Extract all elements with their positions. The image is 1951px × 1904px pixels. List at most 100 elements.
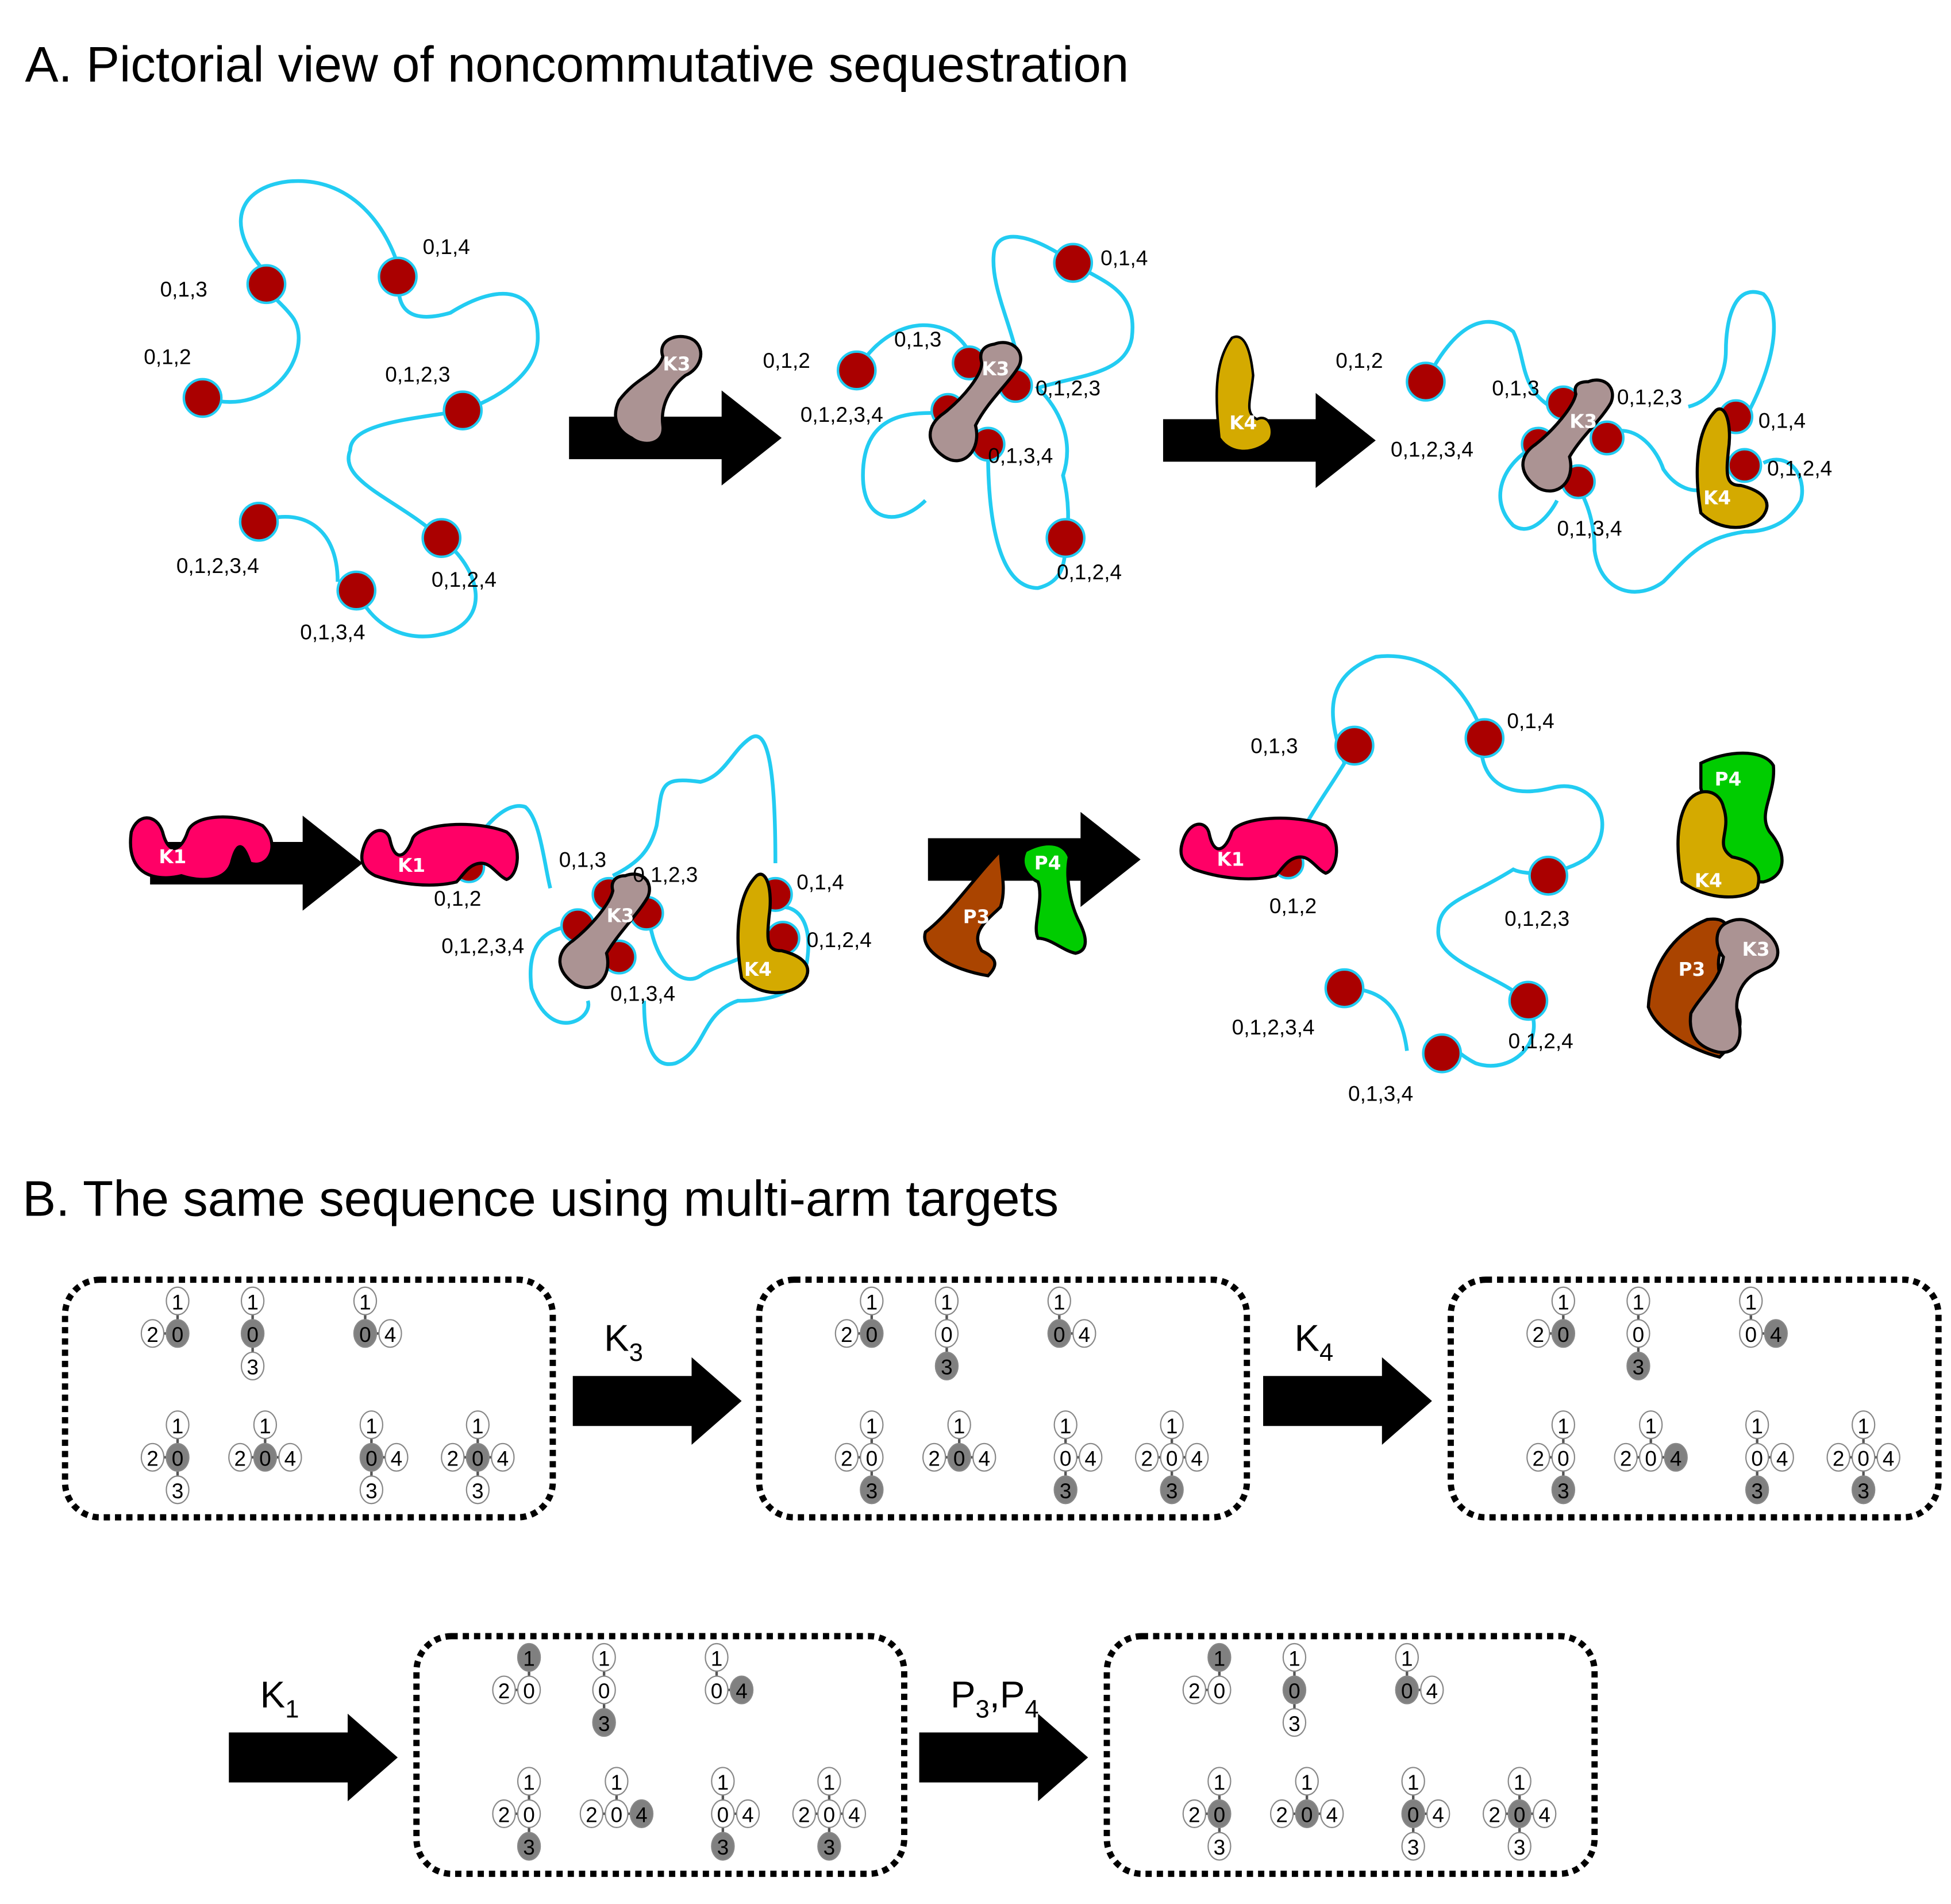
site-number: 0: [1060, 1447, 1072, 1470]
site-label: 0,1,3,4: [300, 620, 365, 644]
reaction-arrow: K3: [572, 1317, 742, 1445]
site-node: [1072, 1319, 1096, 1348]
site-node-modified: [359, 1443, 384, 1472]
site-node: [1745, 1443, 1769, 1472]
substrate-k1-k3-k4-bound: K1 K3 K4 0,1,3 0,1,2,3 0,1,2 0,1,4 0,1,2…: [360, 734, 872, 1066]
site-number: 4: [1670, 1447, 1682, 1470]
site-number: 4: [736, 1679, 748, 1703]
enzyme-label: K3: [1742, 938, 1770, 960]
site-node: [1160, 1443, 1184, 1472]
site-number: 2: [1188, 1803, 1200, 1827]
site-node-modified: [1745, 1475, 1769, 1505]
site-number: 3: [598, 1712, 610, 1736]
site-node: [842, 1799, 867, 1828]
site-node: [1626, 1286, 1650, 1316]
site-number: 1: [1557, 1290, 1569, 1314]
site-number: 2: [841, 1447, 853, 1470]
site-number: 2: [798, 1803, 810, 1827]
site-number: 2: [1533, 1447, 1545, 1470]
dotted-border: [413, 1633, 907, 1877]
site-label: 0,1,2,3,4: [176, 554, 259, 578]
site-number: 1: [365, 1414, 378, 1438]
site-label: 0,1,3,4: [610, 982, 675, 1005]
site-label: 0,1,3: [894, 328, 941, 351]
site-label: 0,1,2: [1269, 894, 1317, 918]
site-number: 1: [717, 1771, 729, 1794]
site-number: 1: [1857, 1414, 1869, 1438]
site-number: 3: [1214, 1836, 1226, 1859]
site-node: [1053, 1443, 1078, 1472]
site-node: [736, 1799, 760, 1828]
site-number: 1: [1301, 1771, 1313, 1794]
site-number: 0: [172, 1323, 184, 1347]
site-node: [922, 1443, 946, 1472]
site-node-modified: [1764, 1319, 1788, 1348]
site-label: 0,1,2,3,4: [1391, 438, 1473, 461]
site-node: [947, 1410, 971, 1440]
site-number: 3: [1166, 1479, 1178, 1503]
site-node-modified: [353, 1319, 378, 1348]
site-number: 3: [1060, 1479, 1072, 1503]
site-node: [492, 1799, 516, 1828]
site-node: [1134, 1443, 1159, 1472]
site-number: 0: [1288, 1679, 1300, 1703]
site-label: 0,1,4: [1507, 709, 1554, 733]
site-node: [711, 1767, 735, 1796]
site-label: 0,1,2,4: [1509, 1029, 1573, 1053]
site-number: 0: [1557, 1323, 1569, 1347]
site-node-modified: [1160, 1475, 1184, 1505]
site-number: 0: [1857, 1447, 1869, 1470]
site-label: 0,1,2,3: [1036, 376, 1100, 400]
site-node: [592, 1643, 616, 1672]
site-label: 0,1,3: [1250, 734, 1298, 757]
site-number: 0: [953, 1447, 965, 1470]
multi-arm-target: 103: [1282, 1643, 1307, 1737]
site-number: 2: [1833, 1447, 1845, 1470]
site-label: 0,1,3,4: [1557, 517, 1622, 540]
site-label: 0,1,3: [160, 278, 207, 301]
arrow-label: P3,P4: [951, 1674, 1039, 1723]
site-number: 0: [941, 1323, 953, 1347]
site-node: [579, 1799, 604, 1828]
arrow-shape: [229, 1713, 398, 1802]
site-node-modified: [934, 1351, 959, 1380]
site-node-modified: [465, 1443, 490, 1472]
site-number: 0: [824, 1803, 836, 1827]
site-number: 2: [234, 1447, 247, 1470]
dotted-border: [1103, 1633, 1598, 1877]
site-number: 4: [1191, 1447, 1203, 1470]
complex-p3-k3: K3 P3: [1646, 917, 1780, 1059]
arrow-label: K1: [260, 1674, 299, 1723]
site-number: 1: [1407, 1771, 1419, 1794]
site-node: [1079, 1443, 1103, 1472]
site-node: [605, 1799, 629, 1828]
site-number: 2: [147, 1447, 159, 1470]
site-node-modified: [517, 1643, 541, 1672]
site-number: 0: [1214, 1803, 1226, 1827]
site-number: 0: [1214, 1679, 1226, 1703]
site-number: 4: [1326, 1803, 1338, 1827]
site-number: 3: [866, 1479, 878, 1503]
site-node-modified: [860, 1319, 884, 1348]
site-node: [240, 1286, 265, 1316]
site-node-modified: [166, 1443, 190, 1472]
enzyme-label: K1: [398, 855, 425, 876]
site-number: 1: [472, 1414, 484, 1438]
site-number: 0: [711, 1679, 723, 1703]
site-node: [1770, 1443, 1794, 1472]
site-node: [465, 1410, 490, 1440]
site-number: 3: [717, 1836, 729, 1859]
site-label: 0,1,3: [559, 848, 606, 872]
site-number: 0: [1514, 1803, 1526, 1827]
